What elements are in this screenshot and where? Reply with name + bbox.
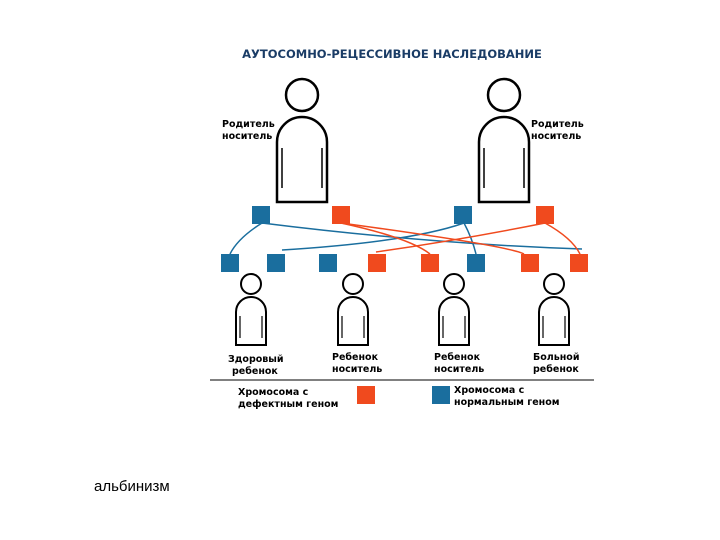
parent-left-normal-gene <box>252 206 270 224</box>
child-figure-1 <box>235 273 267 346</box>
parent-figure-left <box>275 77 329 204</box>
child3-gene-b <box>467 254 485 272</box>
child2-label-line1: Ребенок <box>332 352 379 363</box>
parent-left-label-line1: Родитель <box>222 119 275 130</box>
legend-defective-line1: Хромосома с <box>238 387 308 398</box>
legend-defective-swatch <box>357 386 375 404</box>
slide-caption: альбинизм <box>94 478 170 495</box>
parent-right-normal-gene <box>454 206 472 224</box>
child2-label-line2: носитель <box>332 364 382 375</box>
child2-gene-b <box>368 254 386 272</box>
child3-gene-a <box>421 254 439 272</box>
defective-gene-lines <box>340 222 581 255</box>
parent-right-label-line1: Родитель <box>531 119 584 130</box>
parent-left-label-line2: носитель <box>222 131 272 142</box>
parent-right-defective-gene <box>536 206 554 224</box>
legend-normal-swatch <box>432 386 450 404</box>
inheritance-diagram: АУТОСОМНО-РЕЦЕССИВНОЕ НАСЛЕДОВАНИЕ Родит… <box>210 38 594 415</box>
child-figure-4 <box>538 273 570 346</box>
parent-right-label-line2: носитель <box>531 131 581 142</box>
child4-gene-a <box>521 254 539 272</box>
child1-label-line1: Здоровый <box>228 354 284 365</box>
child1-gene-b <box>267 254 285 272</box>
legend-defective-line2: дефектным геном <box>238 399 338 410</box>
parent-left-defective-gene <box>332 206 350 224</box>
child3-label-line1: Ребенок <box>434 352 481 363</box>
diagram-canvas: АУТОСОМНО-РЕЦЕССИВНОЕ НАСЛЕДОВАНИЕ Родит… <box>210 47 594 410</box>
child-figure-3 <box>438 273 470 346</box>
diagram-title: АУТОСОМНО-РЕЦЕССИВНОЕ НАСЛЕДОВАНИЕ <box>242 47 542 61</box>
parent-figure-right <box>477 77 531 204</box>
child4-gene-b <box>570 254 588 272</box>
child1-label-line2: ребенок <box>232 366 278 377</box>
normal-gene-lines <box>229 222 583 255</box>
child3-label-line2: носитель <box>434 364 484 375</box>
legend-normal-line2: нормальным геном <box>454 397 560 408</box>
child-figure-2 <box>337 273 369 346</box>
child4-label-line2: ребенок <box>533 364 579 375</box>
legend-normal-line1: Хромосома с <box>454 385 524 396</box>
child2-gene-a <box>319 254 337 272</box>
child1-gene-a <box>221 254 239 272</box>
child4-label-line1: Больной <box>533 352 579 363</box>
